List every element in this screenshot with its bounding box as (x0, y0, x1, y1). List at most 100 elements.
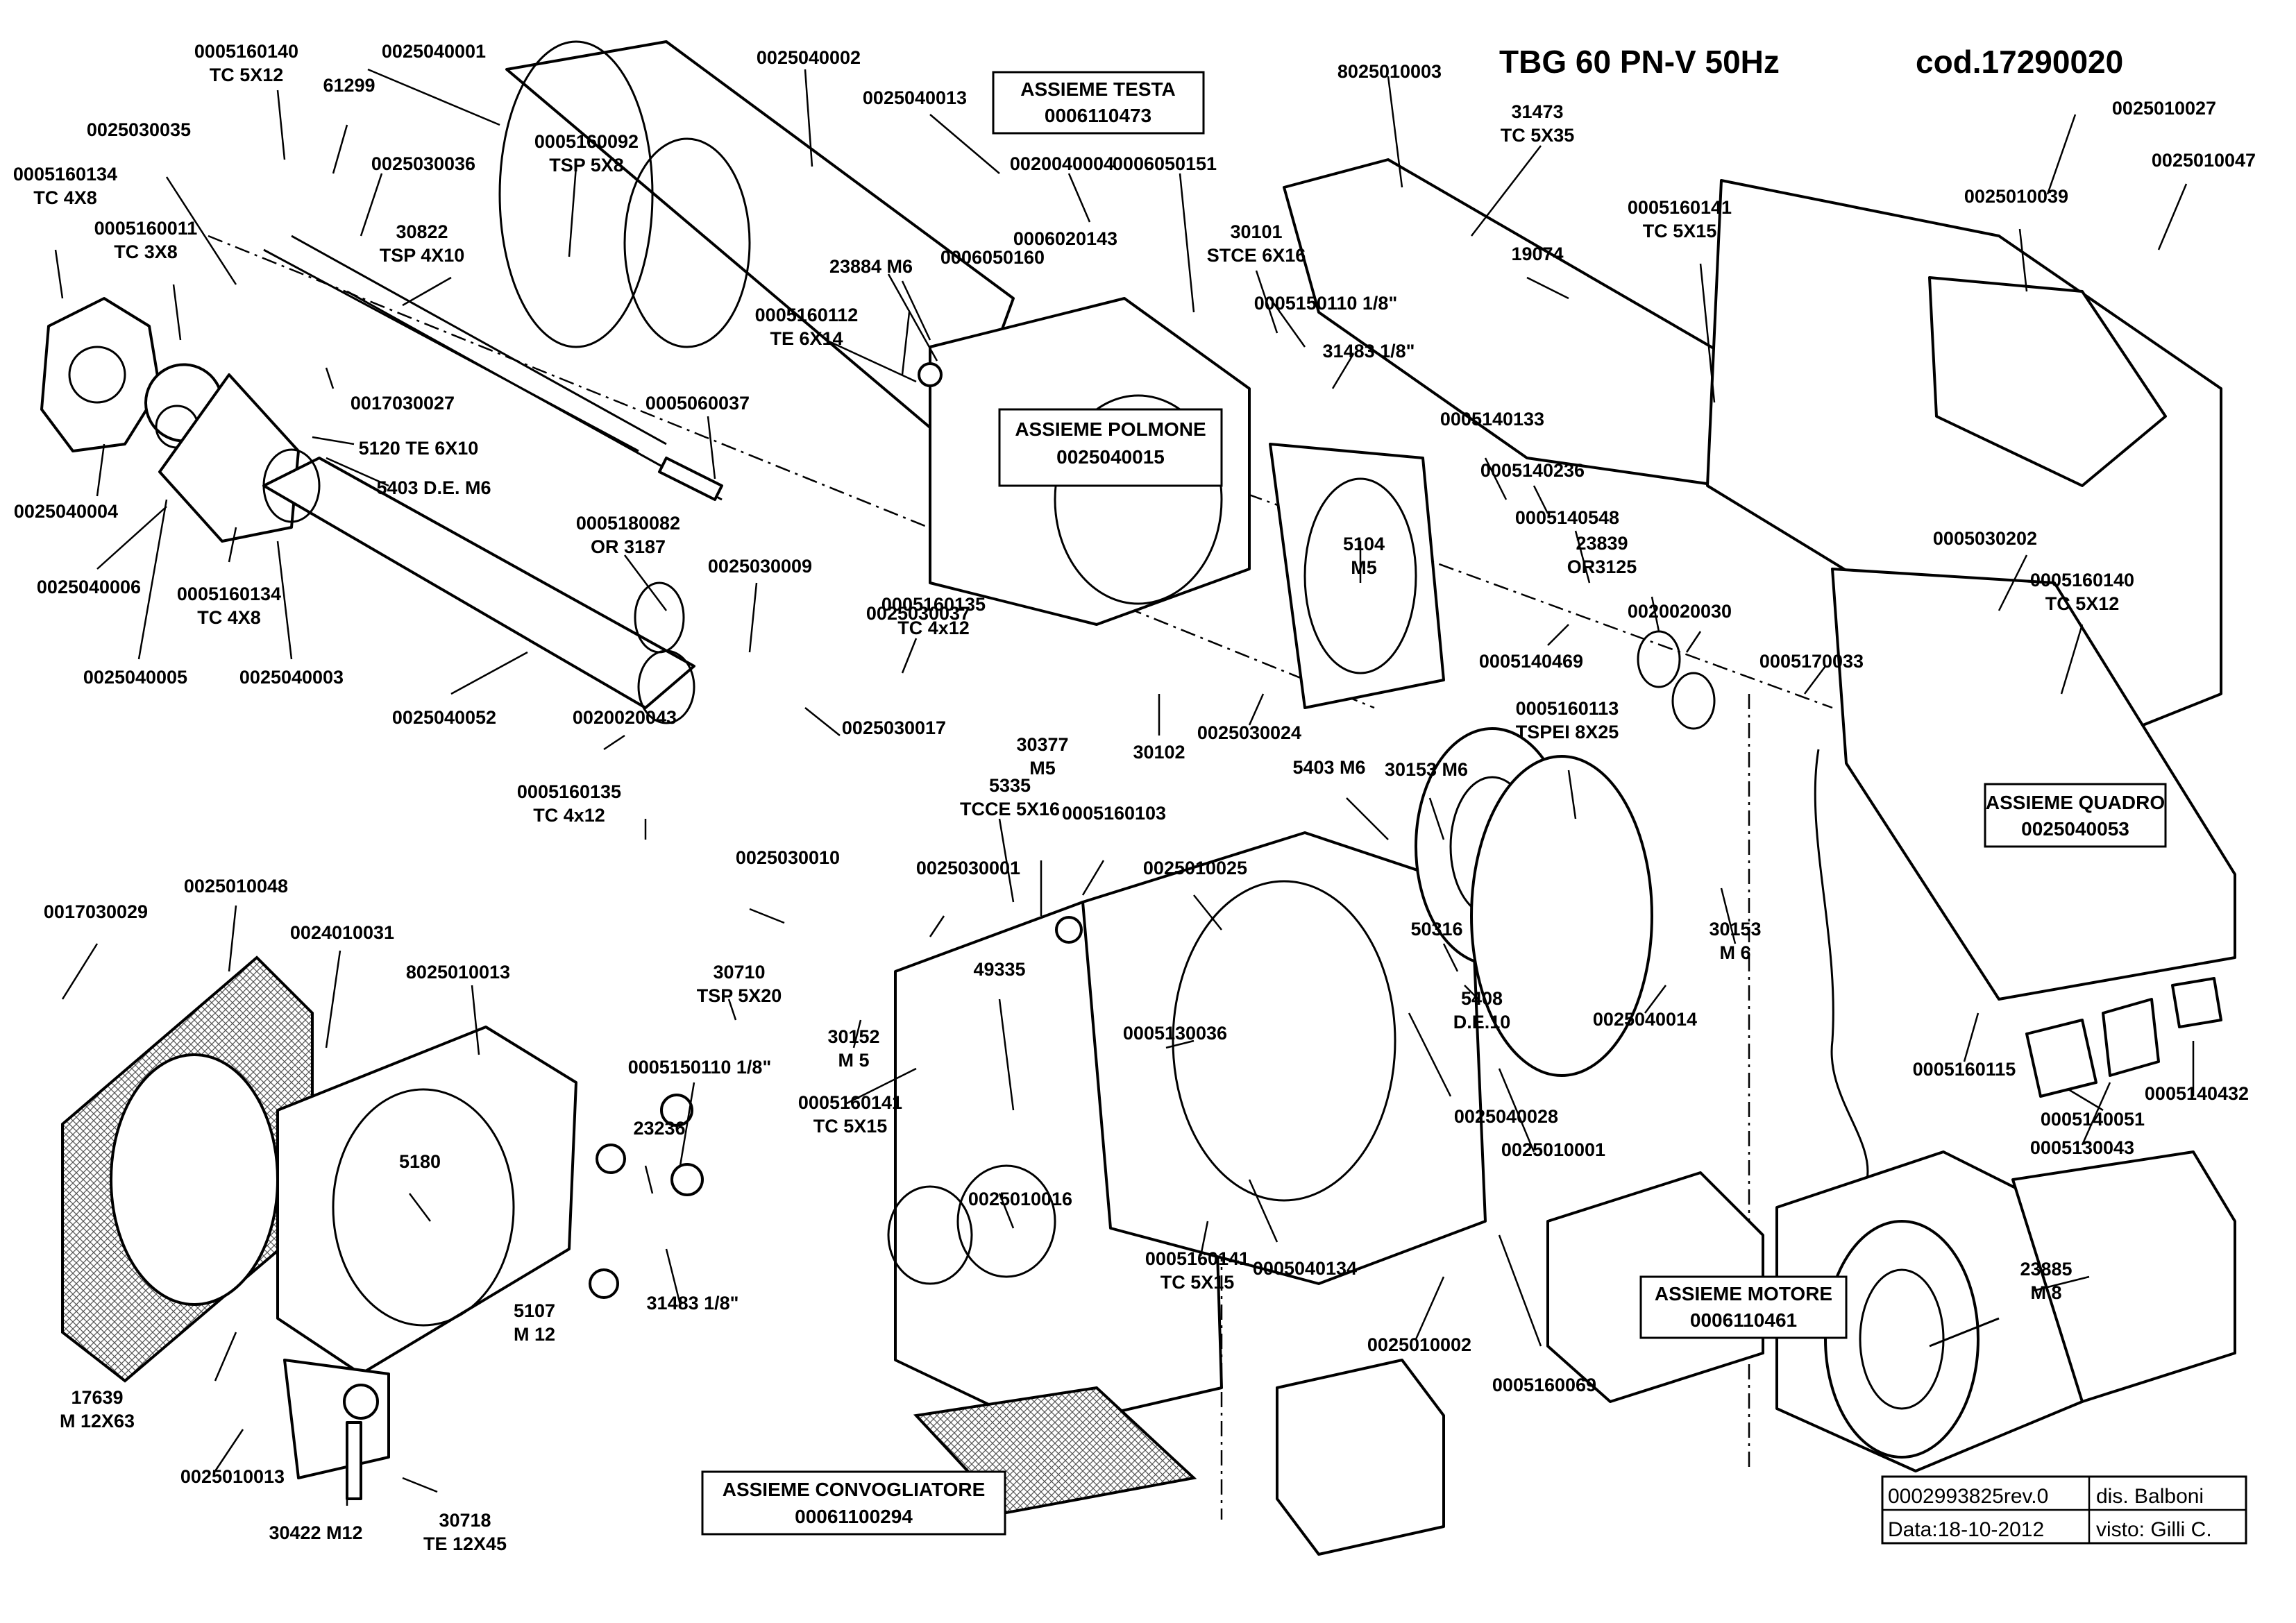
part-spec: TE 12X45 (423, 1533, 507, 1554)
part-code: 0025010039 (1964, 186, 2068, 207)
assembly-motore-code: 0006110461 (1690, 1309, 1797, 1331)
part-code: 0025040013 (863, 87, 967, 108)
part-code: 0005060037 (645, 393, 750, 414)
part-code: 49335 (973, 959, 1025, 980)
part-spec: M 12 (514, 1324, 555, 1345)
part-label: 0025040052 (392, 707, 496, 728)
assembly-motore-title: ASSIEME MOTORE (1655, 1283, 1832, 1305)
part-code: 30377 (1016, 734, 1068, 755)
part-code: 31473 (1511, 101, 1563, 122)
part-code: 17639 (71, 1387, 123, 1408)
part-label: 0005160069 (1492, 1375, 1596, 1395)
part-code: 0005040134 (1253, 1258, 1357, 1279)
part-label: 0025030036 (371, 153, 475, 174)
part-label: 0025010013 (180, 1466, 285, 1487)
part-code: 0020020030 (1628, 601, 1732, 622)
part-code: 0006050151 (1113, 153, 1217, 174)
part-code: 5403 M6 (1292, 757, 1365, 778)
part-spec: TC 5X12 (2045, 593, 2120, 614)
part-code: 0025040002 (757, 47, 861, 68)
part-code: 0005160141 (1628, 197, 1732, 218)
part-code: 0025040028 (1454, 1106, 1558, 1127)
assembly-convogliatore-title: ASSIEME CONVOGLIATORE (723, 1479, 986, 1500)
part-spec: TC 5X12 (210, 65, 284, 85)
part-label: 0025010025 (1143, 858, 1247, 878)
part-spec: TCCE 5X16 (960, 799, 1060, 819)
part-label: 0005170033 (1759, 651, 1864, 672)
part-spec: M5 (1029, 758, 1056, 779)
part-code: 0025040004 (14, 501, 118, 522)
part-code: 8025010013 (406, 962, 510, 983)
part-code: 23885 (2020, 1259, 2072, 1280)
part-label: 19074 (1511, 244, 1563, 264)
part-code: 0025040006 (37, 577, 141, 597)
part-label: 0005130036 (1123, 1023, 1227, 1044)
document-number: 0002993825rev.0 (1888, 1485, 2048, 1508)
part-code: 0005180082 (576, 513, 680, 534)
part-code: 30153 (1709, 919, 1761, 940)
part-label: 0025040014 (1593, 1009, 1697, 1030)
part-label: 0005140432 (2145, 1083, 2249, 1104)
part-label: 0005150110 1/8" (1254, 293, 1398, 314)
part-code: 30153 M6 (1385, 759, 1468, 780)
part-code: 0025040005 (83, 667, 187, 688)
part-label: 0025010001 (1501, 1139, 1605, 1160)
part-label: 0005040134 (1253, 1258, 1357, 1279)
part-spec: TSP 5X20 (697, 985, 782, 1006)
part-code: 0025010025 (1143, 858, 1247, 878)
part-label: 8025010003 (1337, 61, 1442, 82)
part-label: 0025030017 (842, 717, 946, 738)
part-spec: D.E.10 (1453, 1012, 1511, 1033)
part-label: 0025040028 (1454, 1106, 1558, 1127)
part-label: 30102 (1133, 742, 1185, 763)
part-label: 0005140133 (1440, 409, 1544, 430)
part-label: 0025040002 (757, 47, 861, 68)
part-code: 0005160134 (13, 164, 117, 185)
part-label: 0005140469 (1479, 651, 1583, 672)
part-code: 5180 (399, 1151, 441, 1172)
part-label: 0006050151 (1113, 153, 1217, 174)
part-label: 50316 (1410, 919, 1462, 940)
assembly-boxes: ASSIEME TESTA 0006110473 ASSIEME POLMONE… (701, 71, 2165, 1536)
part-spec: TC 4x12 (897, 618, 970, 638)
part-code: 31483 1/8" (647, 1293, 739, 1314)
drawing-date: Data:18-10-2012 (1888, 1518, 2044, 1541)
part-code: 5107 (514, 1300, 555, 1321)
part-code: 30710 (713, 962, 765, 983)
part-code: 30422 M12 (269, 1522, 362, 1543)
part-label: 0006020143 (1013, 228, 1117, 249)
part-code: 0005160141 (1145, 1248, 1249, 1269)
part-label: 5403 M6 (1292, 757, 1365, 778)
part-label: 5107 M 12 (514, 1300, 555, 1345)
part-label: 0025030035 (87, 119, 191, 140)
part-label: 0005140051 (2041, 1109, 2145, 1130)
part-spec: TSP 4X10 (380, 245, 465, 266)
part-code: 0005160141 (798, 1092, 902, 1113)
part-code: 0005140051 (2041, 1109, 2145, 1130)
part-code: 0025010002 (1367, 1334, 1471, 1355)
part-code: 0005160135 (881, 594, 986, 615)
part-label: 0005140236 (1480, 460, 1585, 481)
part-label: 0025010027 (2112, 98, 2216, 119)
title-block: 0002993825rev.0 dis. Balboni Data:18-10-… (1881, 1475, 2247, 1545)
part-label: 0005160135 TC 4x12 (881, 594, 986, 638)
assembly-testa-code: 0006110473 (1045, 105, 1151, 126)
part-label: 0020020043 (573, 707, 677, 728)
part-code: 0025030009 (708, 556, 812, 577)
part-code: 0005160113 (1516, 698, 1619, 719)
part-code: 30718 (439, 1510, 491, 1531)
part-code: 0005140236 (1480, 460, 1585, 481)
part-code: 0006050160 (940, 247, 1045, 268)
part-spec: TC 5X15 (813, 1116, 888, 1137)
part-code: 8025010003 (1337, 61, 1442, 82)
